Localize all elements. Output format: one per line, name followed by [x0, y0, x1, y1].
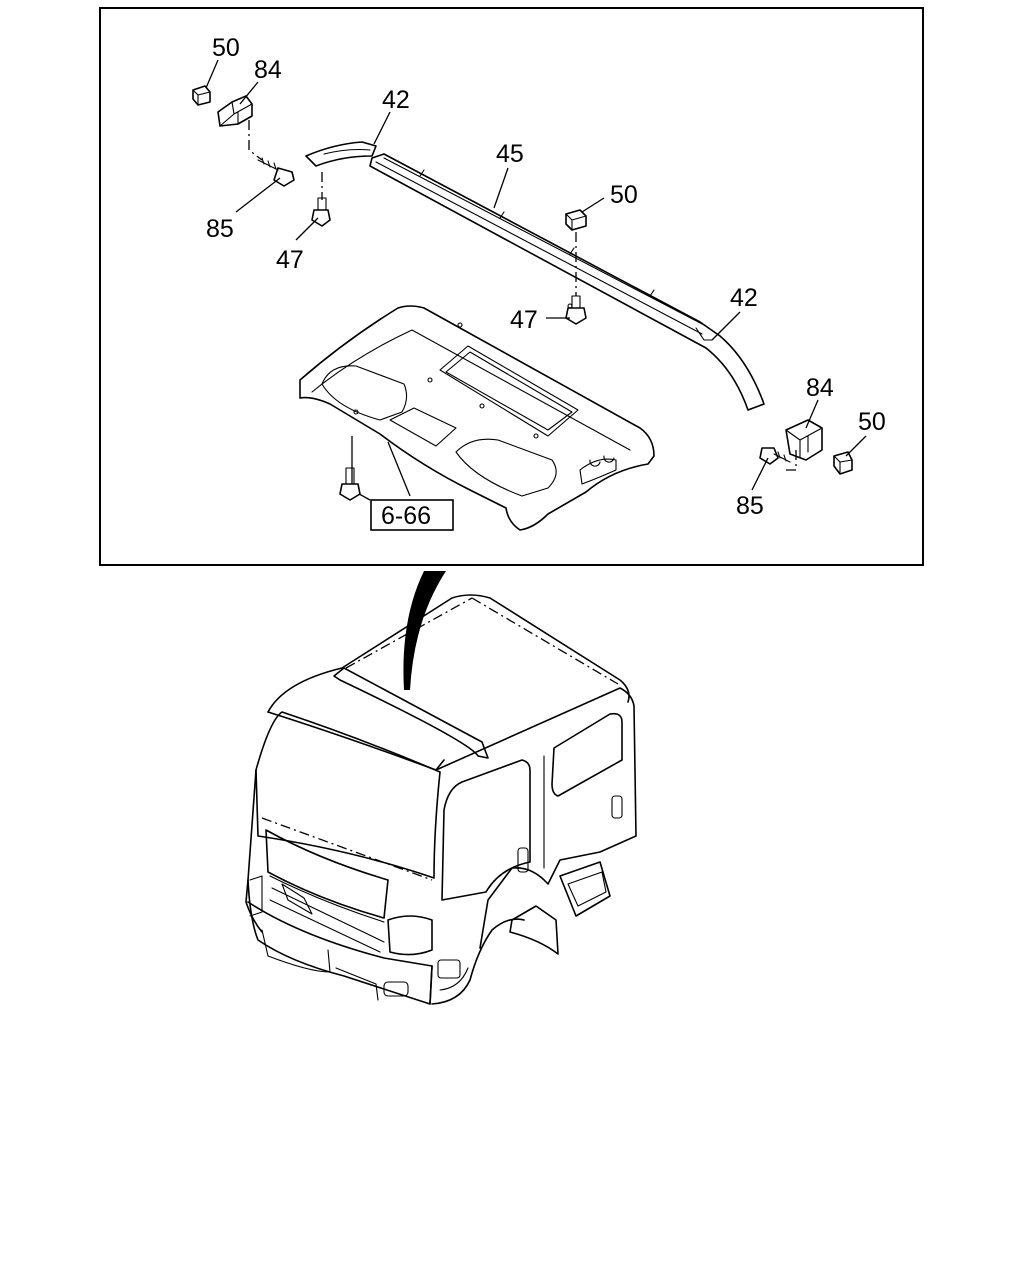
truck-cab [245, 594, 637, 1005]
ref-leader-b [387, 441, 411, 497]
screw-part-left [257, 157, 295, 187]
reference-box-label: 6-66 [381, 502, 431, 530]
callout-85-left: 85 [206, 215, 234, 243]
leader-42-l [373, 111, 391, 145]
clip-part-right [833, 451, 853, 475]
callout-47-mid: 47 [510, 306, 538, 334]
clip-part-mid [565, 209, 587, 231]
dash-line-right [786, 450, 797, 471]
callout-42-right: 42 [730, 284, 758, 312]
callout-84-right: 84 [806, 374, 834, 402]
screw-part-right [759, 447, 791, 465]
leader-50-mid [581, 197, 605, 213]
leader-42-r [711, 311, 741, 341]
leader-47-l [295, 217, 319, 241]
roof-headlining-panel [299, 303, 655, 531]
leader-45 [493, 167, 509, 209]
screw-47-left [311, 197, 331, 227]
callout-85-right: 85 [736, 492, 764, 520]
bracket-part-right [785, 419, 823, 461]
reference-box [370, 499, 454, 531]
screw-panel [339, 467, 361, 501]
leader-84-tl [239, 81, 259, 105]
callout-84-top-left: 84 [254, 56, 282, 84]
callout-50-right: 50 [858, 408, 886, 436]
headlining-strip [369, 153, 765, 411]
callout-42-left: 42 [382, 86, 410, 114]
callout-50-mid: 50 [610, 181, 638, 209]
detail-frame [99, 7, 924, 566]
leader-50-tl [205, 59, 219, 89]
leader-85-r [751, 457, 769, 491]
callout-47-left: 47 [276, 246, 304, 274]
screw-47-mid [565, 295, 587, 325]
leader-85-l [235, 177, 281, 213]
leader-50-r [845, 435, 867, 457]
trim-end-left [305, 141, 377, 167]
pointer-wedge [403, 571, 446, 690]
leader-84-r [805, 399, 819, 429]
clip-part-top-left [192, 85, 211, 106]
bracket-part-top-left [217, 95, 253, 127]
callout-45: 45 [496, 140, 524, 168]
callout-50-top-left: 50 [212, 34, 240, 62]
dash-line-left [248, 120, 263, 161]
